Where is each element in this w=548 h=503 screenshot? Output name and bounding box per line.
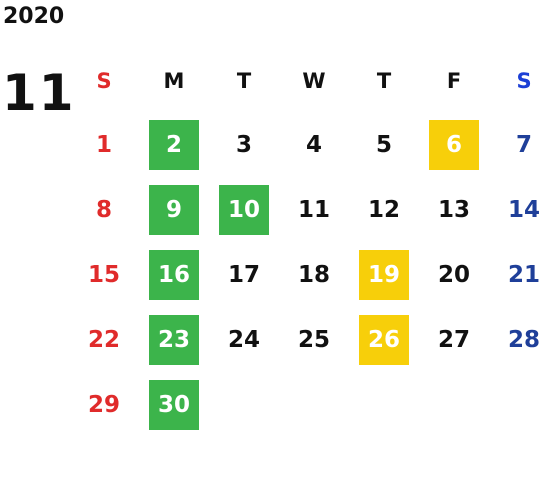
day-number: 10 [219,184,269,235]
day-number: 2 [149,119,199,170]
day-number: 6 [429,119,479,170]
day-number: 11 [297,196,330,223]
day-cell: 18 [279,242,349,307]
day-number: 9 [149,184,199,235]
day-cell: 21 [489,242,548,307]
day-number: 5 [375,131,392,158]
day-cell: 20 [419,242,489,307]
month-number: 11 [2,64,76,122]
day-cell: 30 [139,372,209,437]
day-number: 12 [367,196,400,223]
day-cell: 1 [69,112,139,177]
day-number: 1 [95,131,112,158]
day-number: 8 [95,196,112,223]
day-cell: 8 [69,177,139,242]
weekday-friday: F [446,69,462,93]
weekday-wednesday: W [302,69,326,93]
day-number: 4 [305,131,322,158]
day-cell: 2 [139,112,209,177]
day-number: 15 [87,261,120,288]
weekday-saturday: S [516,69,532,93]
day-number: 28 [507,326,540,353]
day-cell: 26 [349,307,419,372]
calendar-grid: S M T W T F S 1 2 3 4 5 6 7 8 9 10 11 12… [69,50,548,437]
day-cell: 24 [209,307,279,372]
weekday-thursday: T [376,69,392,93]
weekday-tuesday: T [236,69,252,93]
day-number: 17 [227,261,260,288]
day-number: 30 [149,379,199,430]
day-number: 27 [437,326,470,353]
day-cell: 22 [69,307,139,372]
day-cell: 29 [69,372,139,437]
day-number: 23 [149,314,199,365]
day-cell: 5 [349,112,419,177]
day-cell: 17 [209,242,279,307]
day-number: 3 [235,131,252,158]
day-cell: 23 [139,307,209,372]
day-cell: 16 [139,242,209,307]
weekday-sunday: S [96,69,112,93]
day-cell: 10 [209,177,279,242]
day-cell: 6 [419,112,489,177]
day-cell: 28 [489,307,548,372]
day-number: 21 [507,261,540,288]
day-number: 22 [87,326,120,353]
day-cell: 12 [349,177,419,242]
day-number: 7 [515,131,532,158]
day-cell: 25 [279,307,349,372]
day-number: 25 [297,326,330,353]
day-cell: 14 [489,177,548,242]
day-number: 18 [297,261,330,288]
day-number: 24 [227,326,260,353]
day-cell: 9 [139,177,209,242]
day-cell: 13 [419,177,489,242]
weekday-monday: M [163,69,185,93]
day-number: 26 [359,314,409,365]
day-number: 16 [149,249,199,300]
day-number: 13 [437,196,470,223]
day-cell: 27 [419,307,489,372]
day-cell: 3 [209,112,279,177]
day-cell: 15 [69,242,139,307]
day-cell: 19 [349,242,419,307]
day-cell: 11 [279,177,349,242]
year-label: 2020 [3,4,65,29]
day-cell: 4 [279,112,349,177]
day-number: 29 [87,391,120,418]
day-number: 20 [437,261,470,288]
day-number: 19 [359,249,409,300]
day-number: 14 [507,196,540,223]
day-cell: 7 [489,112,548,177]
